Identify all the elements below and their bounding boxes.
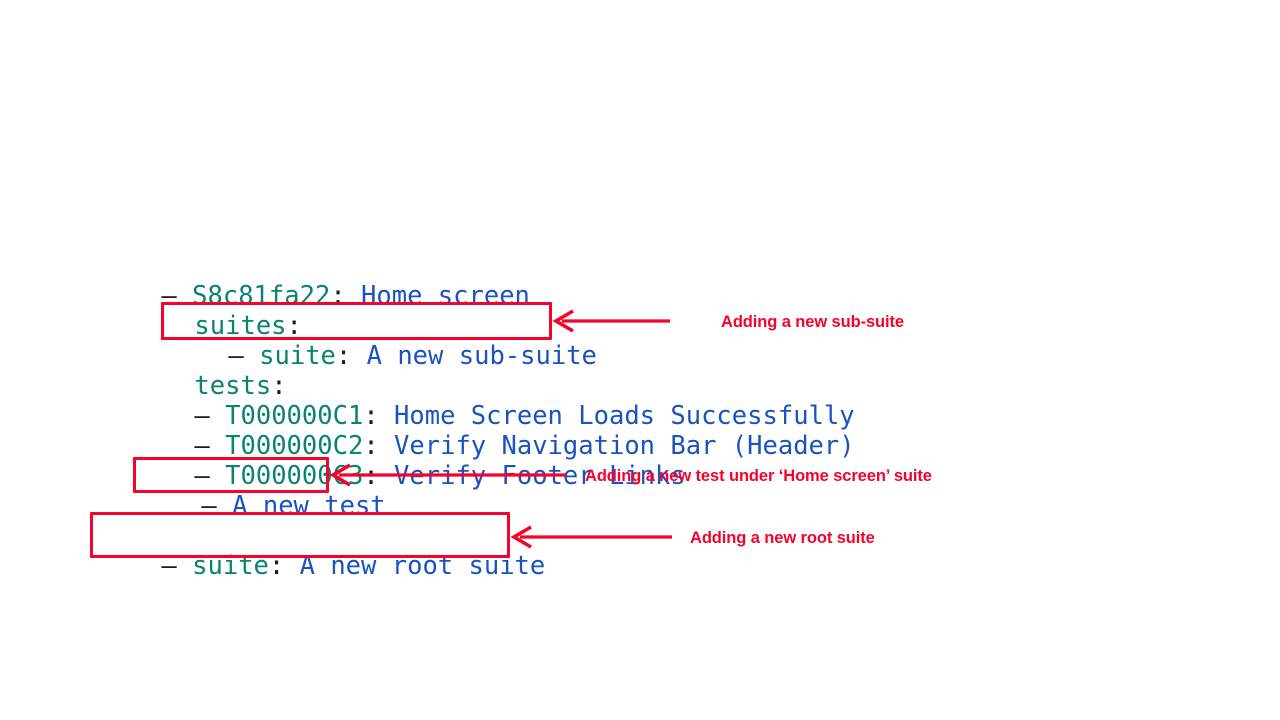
annotation-label-root-suite: Adding a new root suite <box>690 529 875 547</box>
tree-line-sub-suite-new: – suite: A new sub-suite <box>167 311 597 401</box>
colon-punct: : <box>335 341 352 371</box>
test-id-label: T000000C2 <box>225 431 364 461</box>
suite-key-label: suite <box>259 341 336 371</box>
highlight-box-new-test <box>133 457 329 493</box>
list-bullet-icon: – <box>194 461 210 491</box>
tests-key-label: tests <box>194 371 272 401</box>
test-title-value: Verify Navigation Bar (Header) <box>394 431 855 461</box>
list-bullet-icon: – <box>194 401 210 431</box>
arrow-to-root-suite <box>510 525 675 549</box>
list-bullet-icon: – <box>161 551 177 581</box>
tree-line-test-c1: – T000000C1: Home Screen Loads Successfu… <box>133 371 855 461</box>
tree-line-root-suite-home-screen: – S8c81fa22: Home screen <box>100 251 530 341</box>
annotation-label-sub-suite: Adding a new sub-suite <box>721 313 904 331</box>
colon-punct: : <box>286 311 302 341</box>
colon-punct: : <box>363 401 379 431</box>
suite-title-value: Home screen <box>361 281 530 311</box>
tree-line-test-c2: – T000000C2: Verify Navigation Bar (Head… <box>133 401 855 491</box>
suite-id-label: S8c81fa22 <box>192 281 331 311</box>
sub-suite-name-value: A new sub-suite <box>366 341 597 371</box>
highlight-box-sub-suite <box>161 302 552 340</box>
list-bullet-icon: – <box>194 431 210 461</box>
test-title-value: Home Screen Loads Successfully <box>394 401 855 431</box>
tree-line-tests-label: tests: <box>133 341 287 431</box>
test-id-label: T000000C1 <box>225 401 364 431</box>
highlight-box-root-suite <box>90 512 510 558</box>
new-test-name-value: A new test <box>232 491 386 521</box>
list-bullet-icon: – <box>228 341 244 371</box>
colon-punct: : <box>268 551 285 581</box>
colon-punct: : <box>271 371 287 401</box>
arrow-to-sub-suite <box>552 309 674 333</box>
tree-line-suites-label: suites: <box>133 281 302 371</box>
colon-punct: : <box>363 431 379 461</box>
suites-key-label: suites <box>194 311 287 341</box>
annotation-label-new-test: Adding a new test under ‘Home screen’ su… <box>585 467 932 485</box>
arrow-to-new-test <box>329 463 569 487</box>
